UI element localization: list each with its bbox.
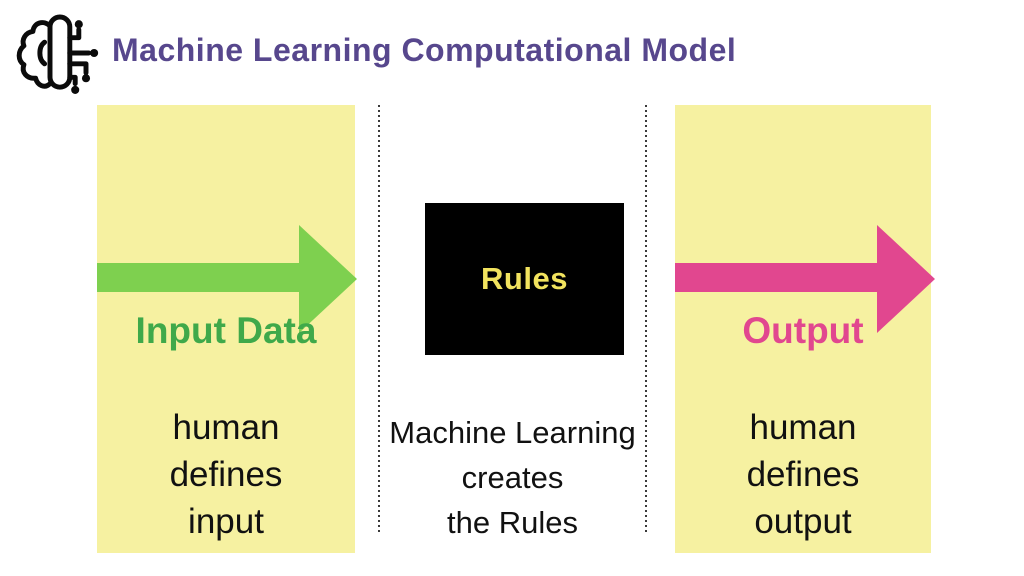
rules-box-label: Rules xyxy=(481,261,568,296)
rules-description-line: creates xyxy=(461,460,564,495)
input-data-label: Input Data xyxy=(135,310,317,351)
output-description-line: defines xyxy=(746,455,860,494)
output-description: human defines output xyxy=(675,404,931,545)
input-description-line: human xyxy=(172,408,280,447)
rules-box: Rules xyxy=(425,203,624,355)
output-arrow-icon xyxy=(675,225,935,333)
rules-description: Machine Learning creates the Rules xyxy=(379,410,646,545)
input-description: human defines input xyxy=(97,404,355,545)
input-panel xyxy=(97,105,355,553)
brain-circuit-icon xyxy=(16,14,99,94)
input-arrow-icon xyxy=(97,225,357,333)
output-description-line: human xyxy=(749,408,857,447)
divider-left-dotted-line xyxy=(378,105,380,533)
output-description-line: output xyxy=(754,502,852,541)
output-panel xyxy=(675,105,931,553)
page-title: Machine Learning Computational Model xyxy=(112,32,737,68)
input-description-line: defines xyxy=(169,455,283,494)
rules-description-line: the Rules xyxy=(447,505,578,540)
input-description-line: input xyxy=(188,502,264,541)
rules-description-line: Machine Learning xyxy=(389,415,636,450)
output-label: Output xyxy=(742,310,864,351)
divider-right-dotted-line xyxy=(645,105,647,533)
